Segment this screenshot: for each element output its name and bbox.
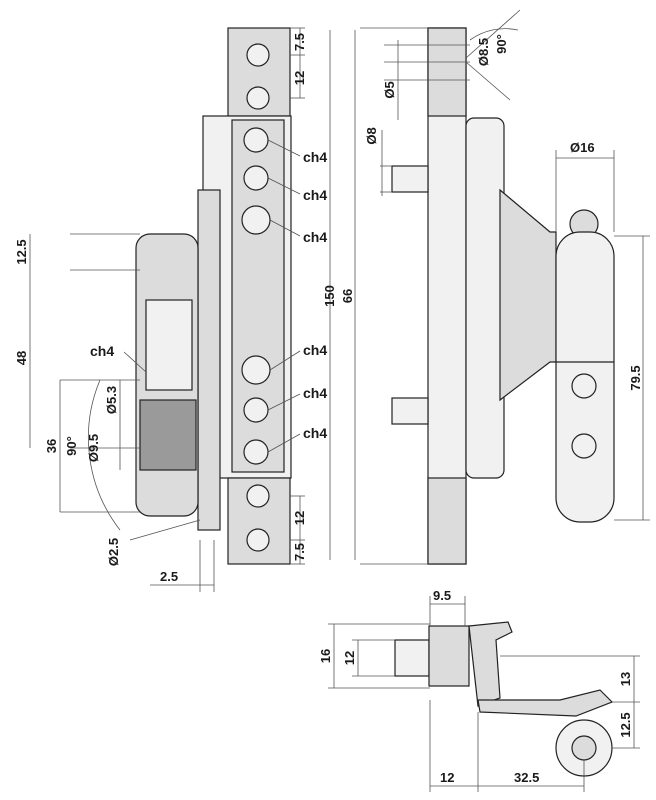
barrel-spring xyxy=(145,299,193,391)
plan-bracket xyxy=(468,621,513,707)
pin-lower xyxy=(391,397,429,425)
chamfer-label: ch4 xyxy=(90,343,114,359)
hex-screw xyxy=(243,439,269,465)
dim-cylinder-height: 79.5 xyxy=(628,365,643,390)
dim-outer-height: 16 xyxy=(318,649,333,663)
dim-lower-height: 36 xyxy=(44,439,59,453)
dim-angle: 90° xyxy=(64,436,79,456)
dim-bottom-left: 12 xyxy=(440,770,454,785)
left-view: ch4 ch4 ch4 ch4 ch4 ch4 ch4 7.5 12 12 7.… xyxy=(14,27,337,592)
dim-countersink: Ø8.5 xyxy=(476,38,491,66)
right-view: Ø16 79.5 xyxy=(555,140,650,523)
hex-screw xyxy=(243,127,269,153)
dim-right-upper: 13 xyxy=(618,672,633,686)
screw-hole xyxy=(246,43,270,67)
hex-screw xyxy=(241,355,271,385)
dim-middle-angle: 90° xyxy=(494,34,509,54)
mounting-strip xyxy=(197,189,221,531)
chamfer-label: ch4 xyxy=(303,187,327,203)
plan-body xyxy=(428,625,470,687)
hex-screw xyxy=(243,165,269,191)
side-plate xyxy=(427,27,467,565)
bottom-view: 9.5 16 12 13 12.5 12 32.5 xyxy=(318,588,640,792)
plan-pin xyxy=(394,639,430,677)
chamfer-label: ch4 xyxy=(303,385,327,401)
chamfer-label: ch4 xyxy=(303,342,327,358)
dim-right-lower: 12.5 xyxy=(618,712,633,737)
barrel-pin xyxy=(139,399,197,471)
dim-bottom-gap: 7.5 xyxy=(292,543,307,561)
chamfer-label: ch4 xyxy=(303,229,327,245)
dim-bottom-pitch: 12 xyxy=(292,511,307,525)
pin-upper xyxy=(391,165,429,193)
cylinder-screw xyxy=(571,373,597,399)
chamfer-label: ch4 xyxy=(303,425,327,441)
dim-top-gap: 7.5 xyxy=(292,33,307,51)
dim-pin-diameter: Ø9.5 xyxy=(86,434,101,462)
middle-view: 90° Ø8.5 Ø5 Ø8 66 xyxy=(340,9,557,565)
dim-inner-height: 12 xyxy=(342,651,357,665)
dim-barrel-height: 48 xyxy=(14,351,29,365)
dim-screw-hole: Ø5 xyxy=(382,81,397,98)
plan-knuckle-bore xyxy=(571,735,597,761)
screw-hole xyxy=(246,86,270,110)
arm-profile xyxy=(499,188,557,402)
dim-pin-spacing: 66 xyxy=(340,289,355,303)
dim-hole-diameter: Ø2.5 xyxy=(106,538,121,566)
dim-top-width: 9.5 xyxy=(433,588,451,603)
dim-bottom-right: 32.5 xyxy=(514,770,539,785)
dim-pin-diameter-middle: Ø8 xyxy=(364,127,379,144)
body-block xyxy=(465,117,505,479)
dim-plate-thickness: 2.5 xyxy=(160,569,178,584)
hex-screw xyxy=(243,397,269,423)
chamfer-label: ch4 xyxy=(303,149,327,165)
dim-cylinder-diameter: Ø16 xyxy=(570,140,595,155)
cylinder-screw xyxy=(571,433,597,459)
dim-total-height: 150 xyxy=(322,285,337,307)
side-plate-top xyxy=(427,27,467,117)
hex-screw xyxy=(241,205,271,235)
side-plate-bottom xyxy=(427,477,467,565)
screw-hole xyxy=(246,528,270,552)
screw-hole xyxy=(246,484,270,508)
dim-top-pitch: 12 xyxy=(292,71,307,85)
dim-barrel-top: 12.5 xyxy=(14,239,29,264)
dim-bore-diameter: Ø5.3 xyxy=(104,386,119,414)
